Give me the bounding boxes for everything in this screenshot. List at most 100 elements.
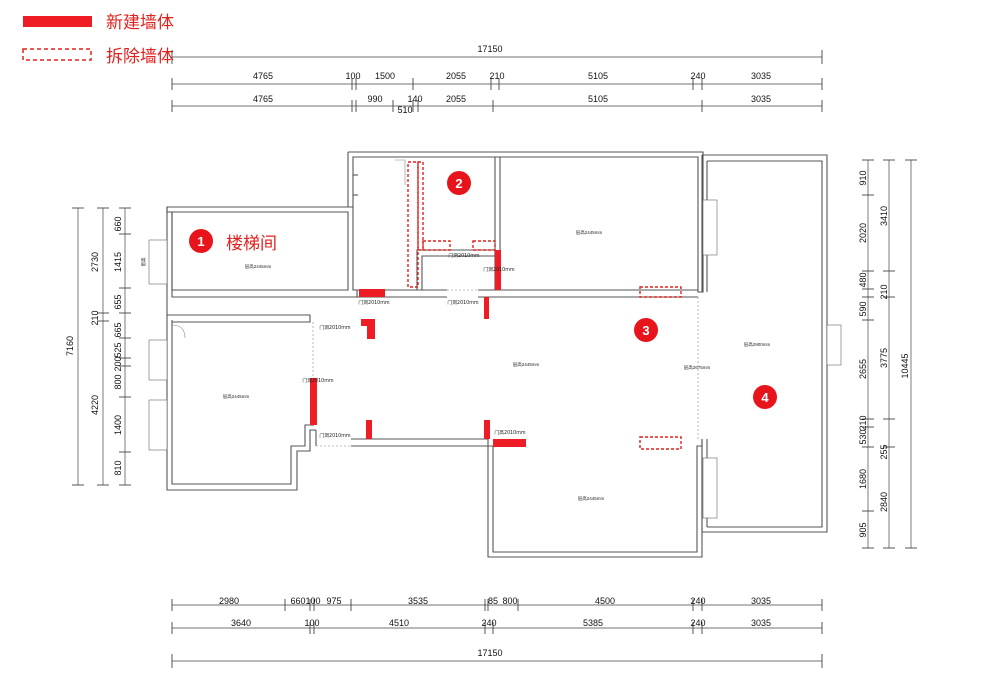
- window-balcony: [826, 324, 842, 366]
- removed-wall: [417, 161, 424, 251]
- top-row1-dim: 240: [690, 71, 705, 81]
- left-col2-dim: 660: [113, 216, 123, 231]
- door-label: 门洞2010mm: [302, 377, 333, 384]
- top-row2-dim: 4765: [253, 94, 273, 104]
- marker-number: 2: [455, 176, 462, 191]
- new-wall: [366, 420, 372, 439]
- marker-circle: [634, 318, 658, 342]
- marker-number: 4: [761, 390, 769, 405]
- removed-wall: [422, 240, 451, 251]
- ceiling-label: 层高2675mm: [684, 364, 711, 371]
- bottom-row2-dim: 240: [690, 618, 705, 628]
- new-wall: [493, 439, 526, 447]
- bottom-row1-dim: 3035: [751, 596, 771, 606]
- window-left-a: [148, 339, 168, 381]
- bottom-row1-dim: 3535: [408, 596, 428, 606]
- new-wall: [484, 420, 490, 439]
- top-row1-dim: 3035: [751, 71, 771, 81]
- door-label: 门高2010mm: [494, 429, 525, 436]
- right-col1-dim: 2020: [858, 223, 868, 243]
- top-row2-extra-dim: 510: [397, 105, 412, 115]
- left-col2-dim: 525: [113, 342, 123, 357]
- window-left-b: [148, 399, 168, 451]
- legend-new-wall-label: 新建墙体: [106, 13, 174, 33]
- right-col1-dim: 210: [858, 415, 868, 430]
- left-col1-dim: 210: [90, 310, 100, 325]
- ceiling-label: 层高2445mm: [223, 393, 250, 400]
- bottom-row2-dim: 240: [481, 618, 496, 628]
- marker-circle: [447, 171, 471, 195]
- right-dimensions: 910 2020 480 590 2655 210 530 1680 905 3…: [858, 159, 917, 549]
- top-dimensions: 17150 4765 100 1500 2055 210 5105 240 30…: [171, 44, 823, 115]
- window-note: 窗高: [140, 257, 147, 266]
- window-top-right: [702, 199, 718, 256]
- top-row1-dim: 210: [489, 71, 504, 81]
- right-col1-dim: 910: [858, 170, 868, 185]
- right-total-dim: 10445: [900, 353, 910, 378]
- door-label: 门洞2010mm: [319, 432, 350, 439]
- legend-new-wall-swatch: [23, 16, 92, 27]
- top-row1-dim: 4765: [253, 71, 273, 81]
- top-row2-dim: 990: [367, 94, 382, 104]
- new-walls: [310, 250, 526, 447]
- bottom-row1-dim: 975: [326, 596, 341, 606]
- left-dimensions: 7160 2730 210 4220 660 1415 655 665 52: [65, 207, 131, 486]
- top-row1-dim: 5105: [588, 71, 608, 81]
- removed-walls: [407, 161, 682, 450]
- right-col2-dim: 3410: [879, 206, 889, 226]
- bottom-row1-dim: 85: [488, 596, 498, 606]
- window-room1: [148, 239, 168, 285]
- left-col2-dim: 665: [113, 322, 123, 337]
- right-col2-dim: 210: [879, 284, 889, 299]
- bottom-row1-dim: 660: [290, 596, 305, 606]
- top-row1-dim: 2055: [446, 71, 466, 81]
- door-label: 门洞2010mm: [358, 299, 389, 306]
- marker-circle: [189, 229, 213, 253]
- marker-number: 3: [642, 323, 649, 338]
- door-label: 门洞2010mm: [448, 252, 479, 259]
- top-row2-dim: 140: [407, 94, 422, 104]
- left-col2-dim: 1415: [113, 252, 123, 272]
- removed-wall: [639, 286, 682, 298]
- door-label: 门洞2010mm: [483, 266, 514, 273]
- door-label: 门洞2010mm: [447, 299, 478, 306]
- right-col1-dim: 1680: [858, 469, 868, 489]
- top-row1-dim: 100: [345, 71, 360, 81]
- left-col1-dim: 2730: [90, 252, 100, 272]
- new-wall: [359, 289, 385, 297]
- bottom-row1-dim: 800: [502, 596, 517, 606]
- legend-removed-wall-swatch: [22, 48, 92, 61]
- right-col2-dim: 255: [879, 444, 889, 459]
- ceiling-label: 层高2445mm: [245, 263, 272, 270]
- ceiling-label: 层高2445mm: [513, 361, 540, 368]
- right-col1-dim: 2655: [858, 359, 868, 379]
- legend: 新建墙体 拆除墙体: [22, 13, 174, 67]
- new-wall: [310, 378, 317, 425]
- bottom-row2-dim: 3035: [751, 618, 771, 628]
- door-label: 门洞2010mm: [319, 324, 350, 331]
- legend-removed-wall-label: 拆除墙体: [106, 47, 174, 67]
- bottom-row1-dim: 100: [305, 596, 320, 606]
- top-row1-dim: 1500: [375, 71, 395, 81]
- bottom-total-dim: 17150: [477, 648, 502, 658]
- top-row2-dim: 3035: [751, 94, 771, 104]
- top-total-dim: 17150: [477, 44, 502, 54]
- left-col2-dim: 800: [113, 374, 123, 389]
- room-markers: 1 楼梯间 2 3 4: [189, 171, 777, 409]
- ceiling-label: 层高2445mm: [576, 229, 603, 236]
- bottom-row2-dim: 5385: [583, 618, 603, 628]
- windows: 窗高: [140, 199, 842, 519]
- annotations: 层高2445mm 层高2445mm 层高2445mm 层高2445mm 层高24…: [223, 229, 771, 502]
- left-col1-dim: 4220: [90, 395, 100, 415]
- bottom-row2-dim: 3640: [231, 618, 251, 628]
- left-total-dim: 7160: [65, 336, 75, 356]
- window-bottom-right: [702, 457, 718, 519]
- top-row2-dim: 2055: [446, 94, 466, 104]
- left-col2-dim: 655: [113, 294, 123, 309]
- ceiling-label: 层高2445mm: [578, 495, 605, 502]
- left-col2-dim: 810: [113, 460, 123, 475]
- bottom-row2-dim: 4510: [389, 618, 409, 628]
- right-col1-dim: 590: [858, 301, 868, 316]
